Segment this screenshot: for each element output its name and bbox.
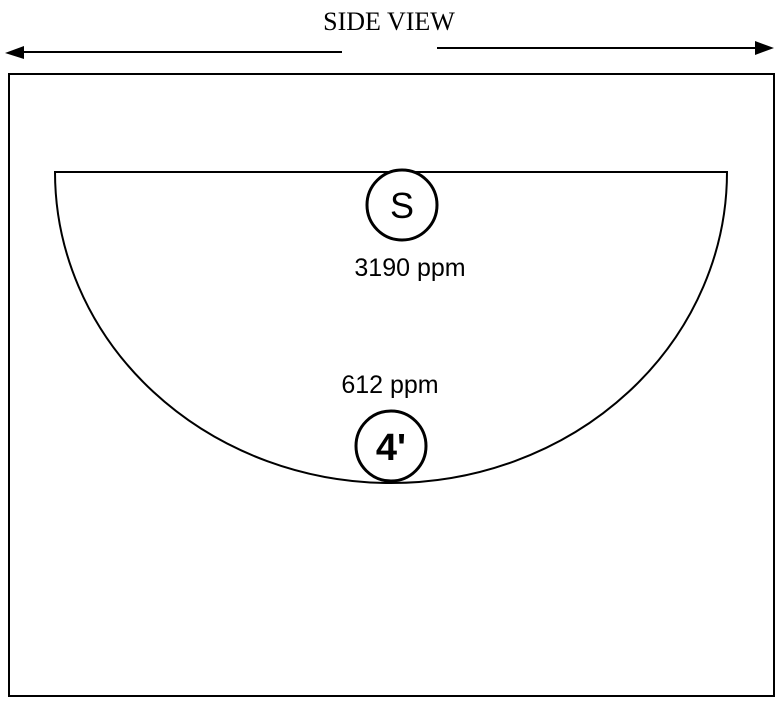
left-arrowhead-icon <box>5 46 24 59</box>
sample-marker-top: S <box>365 168 439 242</box>
excavation-profile <box>53 171 729 484</box>
right-arrowhead-icon <box>755 41 774 55</box>
width-arrow <box>5 41 774 59</box>
sample-marker-top-label: S <box>390 185 414 226</box>
sample-marker-bottom-circle <box>354 409 428 483</box>
sample-reading-bottom: 612 ppm <box>341 371 438 399</box>
sample-reading-top: 3190 ppm <box>354 254 465 282</box>
sample-marker-bottom-label: 4' <box>376 427 406 469</box>
diagram-title: SIDE VIEW <box>323 7 455 36</box>
sample-marker-top-circle <box>365 168 439 242</box>
sample-marker-bottom: 4' <box>354 409 428 483</box>
ground-frame <box>8 73 775 697</box>
